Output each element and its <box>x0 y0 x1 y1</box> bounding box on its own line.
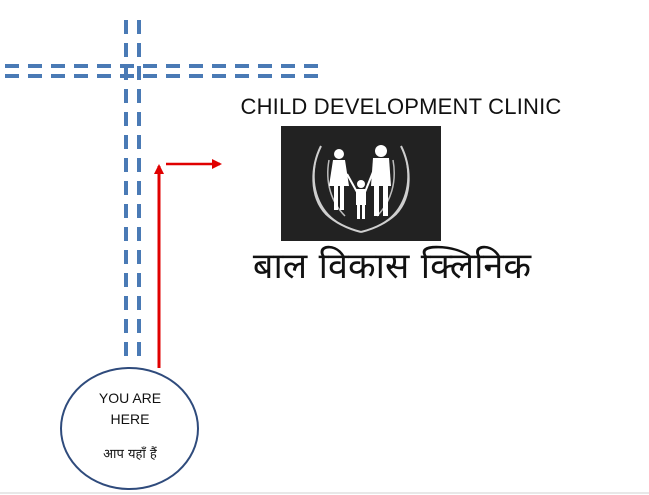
clinic-name-hindi: बाल विकास क्लिनिक <box>252 246 532 287</box>
horizontal-corridor <box>5 64 322 78</box>
clinic-logo <box>281 126 441 241</box>
route-arrow <box>154 159 222 368</box>
you-are-here-label-hindi: आप यहाँ हैं <box>103 447 157 462</box>
vertical-corridor <box>124 20 141 365</box>
you-are-here-marker <box>60 367 199 490</box>
family-in-hands-icon <box>312 145 410 233</box>
you-are-here-label-english: YOU ARE HERE <box>98 390 162 427</box>
clinic-name-english: CHILD DEVELOPMENT CLINIC <box>240 94 562 119</box>
